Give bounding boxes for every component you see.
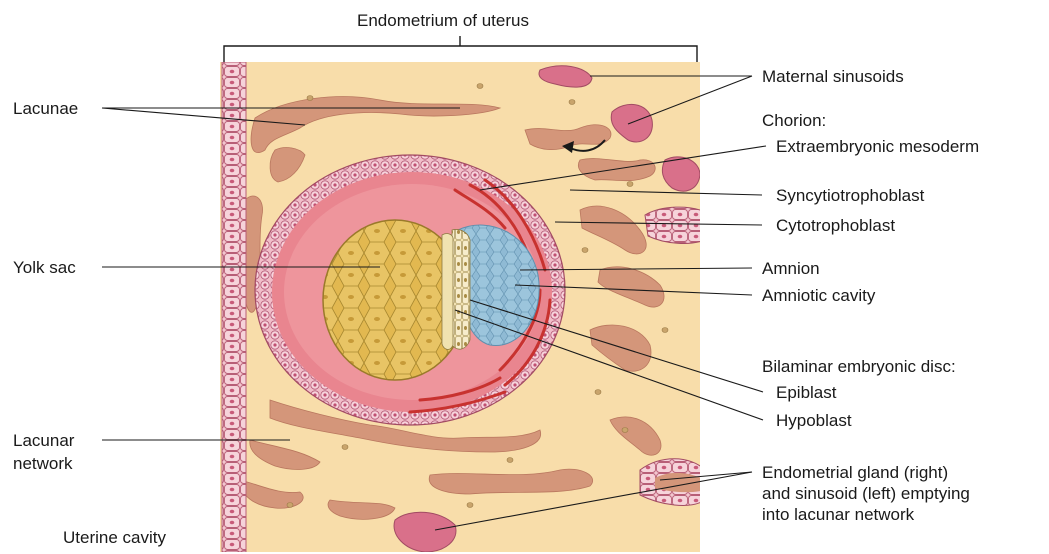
label-chorion: Chorion: [762, 110, 826, 131]
label-hypoblast: Hypoblast [776, 410, 852, 431]
label-cytotrophoblast: Cytotrophoblast [776, 215, 895, 236]
label-gland-line2: and sinusoid (left) emptying [762, 483, 970, 504]
label-lacunar-network-line2: network [13, 453, 73, 474]
diagram-title: Endometrium of uterus [357, 10, 529, 31]
label-syncytiotrophoblast: Syncytiotrophoblast [776, 185, 924, 206]
label-gland-line1: Endometrial gland (right) [762, 462, 948, 483]
epiblast-layer [452, 229, 470, 349]
label-maternal-sinusoids: Maternal sinusoids [762, 66, 904, 87]
label-epiblast: Epiblast [776, 382, 836, 403]
endometrium-bracket [224, 36, 697, 62]
label-extraembryonic-mesoderm: Extraembryonic mesoderm [776, 136, 979, 157]
label-amniotic-cavity: Amniotic cavity [762, 285, 875, 306]
uterine-epithelium [222, 62, 246, 552]
label-bilaminar-disc: Bilaminar embryonic disc: [762, 356, 956, 377]
endometrium-tissue [200, 62, 705, 552]
label-gland-line3: into lacunar network [762, 504, 914, 525]
label-lacunae: Lacunae [13, 98, 78, 119]
label-lacunar-network-line1: Lacunar [13, 430, 74, 451]
label-yolk-sac: Yolk sac [13, 257, 76, 278]
hypoblast-layer [442, 234, 453, 350]
label-amnion: Amnion [762, 258, 820, 279]
label-uterine-cavity: Uterine cavity [63, 527, 166, 548]
